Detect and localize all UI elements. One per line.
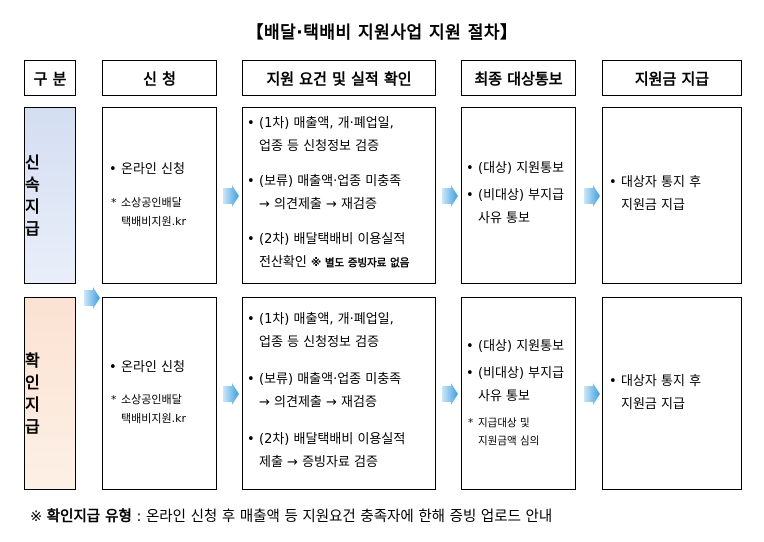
footer-note: ※ 확인지급 유형 : 온라인 신청 후 매출액 등 지원요건 충족자에 한해 … [30,509,553,525]
category-confirm-pay: 확 인 지 급 [24,297,76,490]
fast-notify-item-2: (비대상) 부지급 사유 통보 [466,184,576,230]
confirm-check-item-1: (1차) 매출액, 개·폐업일, 업종 등 신청정보 검증 [247,308,435,354]
confirm-check-item-2: (보류) 매출액·업종 미충족 → 의견제출 → 재검증 [247,368,435,414]
fast-pay-item: 대상자 통지 후 지원금 지급 [609,171,741,217]
footer-bold-label: 확인지급 유형 [46,509,132,525]
confirm-apply-box: 온라인 신청 * 소상공인배달 택배비지원.kr [102,297,217,490]
fast-apply-box: 온라인 신청 * 소상공인배달 택배비지원.kr [102,107,217,284]
confirm-notify-item-2: (비대상) 부지급 사유 통보 [466,362,576,408]
confirm-arrow-2-icon [442,383,458,405]
fast-arrow-2-icon [442,185,458,207]
fast-notify-box: (대상) 지원통보 (비대상) 부지급 사유 통보 [461,107,576,284]
fast-apply-item: 온라인 신청 [109,158,215,181]
confirm-apply-note: * 소상공인배달 택배비지원.kr [111,393,186,425]
fast-apply-note: * 소상공인배달 택배비지원.kr [111,196,186,228]
fast-check-item-2: (보류) 매출액·업종 미충족 → 의견제출 → 재검증 [247,170,435,216]
confirm-notify-box: (대상) 지원통보 (비대상) 부지급 사유 통보 * 지급대상 및 지원금액 … [461,297,576,490]
confirm-apply-item: 온라인 신청 [109,356,215,379]
confirm-pay-item: 대상자 통지 후 지원금 지급 [609,370,741,416]
header-category: 구 분 [24,60,76,96]
fast-pay-box: 대상자 통지 후 지원금 지급 [602,107,742,284]
fast-check-item-3: (2차) 배달택배비 이용실적 전산확인 ※ 별도 증빙자료 없음 [247,228,435,275]
fast-arrow-1-icon [223,185,239,207]
fast-notify-item-1: (대상) 지원통보 [466,157,576,180]
header-apply: 신 청 [102,60,217,96]
confirm-pay-box: 대상자 통지 후 지원금 지급 [602,297,742,490]
confirm-notify-item-1: (대상) 지원통보 [466,335,576,358]
confirm-check-item-3: (2차) 배달택배비 이용실적 제출 → 증빙자료 검증 [247,428,435,474]
header-notify: 최종 대상통보 [461,60,576,96]
row-arrow-icon [84,287,100,309]
page-title: 【배달·택배비 지원사업 지원 절차】 [246,23,518,43]
fast-check-box: (1차) 매출액, 개·폐업일, 업종 등 신청정보 검증 (보류) 매출액·업… [242,107,436,284]
confirm-notify-note: * 지급대상 및 지원금액 심의 [468,417,540,447]
header-pay: 지원금 지급 [602,60,742,96]
confirm-arrow-1-icon [223,383,239,405]
header-check: 지원 요건 및 실적 확인 [242,60,436,96]
confirm-check-box: (1차) 매출액, 개·폐업일, 업종 등 신청정보 검증 (보류) 매출액·업… [242,297,436,490]
confirm-arrow-3-icon [584,383,600,405]
no-evidence-note: ※ 별도 증빙자료 없음 [310,257,410,269]
fast-check-item-1: (1차) 매출액, 개·폐업일, 업종 등 신청정보 검증 [247,112,435,158]
fast-arrow-3-icon [584,185,600,207]
category-fast-pay: 신 속 지 급 [24,107,76,284]
